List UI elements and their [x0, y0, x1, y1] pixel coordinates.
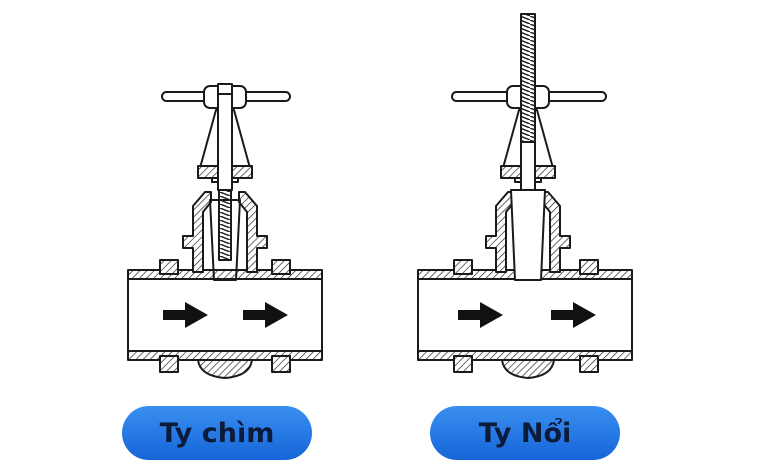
gate-valve-non-rising-stem [127, 83, 323, 379]
pipe-bottom-wall [417, 350, 633, 361]
flow-arrow [458, 302, 503, 328]
wedge-gate [510, 189, 546, 281]
label-text: Ty Nổi [478, 417, 572, 449]
flow-arrow [243, 302, 288, 328]
bonnet-wall [485, 191, 515, 273]
pipe-flange [159, 259, 179, 275]
pipe-flange [579, 355, 599, 373]
flow-arrow [551, 302, 596, 328]
stem [217, 93, 233, 191]
label-button-rising-stem[interactable]: Ty Nổi [430, 406, 620, 460]
pipe-top-wall [127, 269, 323, 280]
pipe-flange [579, 259, 599, 275]
pipe-flange [159, 355, 179, 373]
valve-bowl [501, 359, 555, 379]
pipe-flange [453, 355, 473, 373]
stem-thread [218, 189, 232, 261]
valve-bowl [197, 359, 253, 379]
pipe-flange [271, 259, 291, 275]
label-text: Ty chìm [159, 417, 275, 449]
bonnet-wall [182, 191, 212, 273]
stem-top [217, 83, 233, 95]
bonnet-wall [541, 191, 571, 273]
stem [520, 141, 536, 193]
pipe-flange [271, 355, 291, 373]
pipe-flange [453, 259, 473, 275]
bonnet-wall [238, 191, 268, 273]
label-button-non-rising-stem[interactable]: Ty chìm [122, 406, 312, 460]
flow-arrow [163, 302, 208, 328]
wedge-gate [209, 199, 241, 281]
pipe-bottom-wall [127, 350, 323, 361]
stem-thread [520, 13, 536, 143]
gate-valve-rising-stem [417, 13, 633, 379]
